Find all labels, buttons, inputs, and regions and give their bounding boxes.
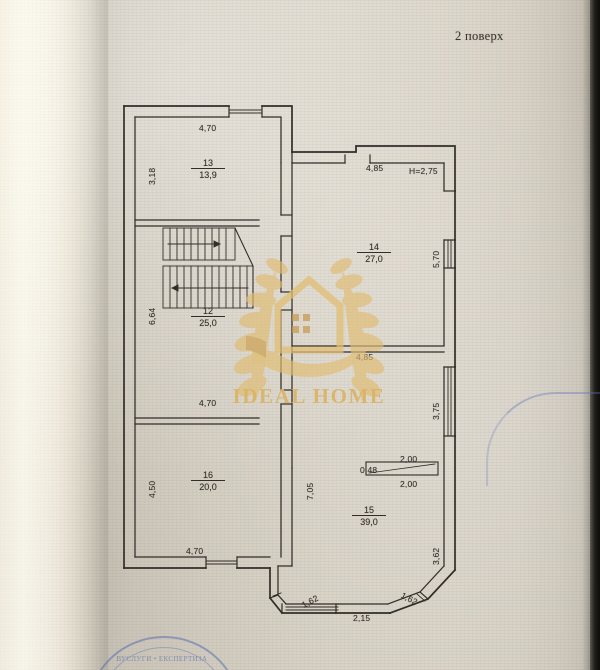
dim-niche-width-top: 2,00 [400,454,418,464]
room-number-16: 16 [202,470,213,480]
dim-niche-depth: 0,48 [360,465,378,475]
dim-room15-right-upper: 3,75 [431,402,441,420]
dim-room15-right-lower: 3,62 [431,547,441,565]
room-label-14: 14 27,0 [357,242,391,264]
room-area-12: 25,0 [191,316,225,328]
dim-room14-right-height: 5,70 [431,250,441,268]
dim-room12-bottom-width: 4,70 [199,398,217,408]
room-number-14: 14 [368,242,379,252]
stair-direction-arrows [167,240,249,292]
room-label-15: 15 39,0 [352,505,386,527]
dim-room12-left-height: 6,64 [147,307,157,325]
dim-top-left-width: 4,70 [199,123,217,133]
dim-niche-width-bottom: 2,00 [400,479,418,489]
page-title: 2 поверх [455,29,504,43]
dim-room14-top-width: 4,85 [366,163,384,173]
niche-closet [365,461,439,476]
dim-room14-bottom-width: 4,85 [356,352,374,362]
dim-room13-left-height: 3,18 [147,167,157,185]
room-area-13: 13,9 [191,168,225,180]
window-openings [205,105,456,614]
outer-wall-outline [123,105,457,615]
ceiling-height-note: H=2,75 [409,166,438,176]
page-right-dark-edge [590,0,600,670]
dim-room16-left-height: 4,50 [147,480,157,498]
room-label-16: 16 20,0 [191,470,225,492]
room-label-12: 12 25,0 [191,306,225,328]
room-number-12: 12 [202,306,213,316]
dim-room16-bottom-width: 4,70 [186,546,204,556]
door-openings [280,154,371,405]
room-number-15: 15 [363,505,374,515]
room-area-15: 39,0 [352,515,386,527]
room-label-13: 13 13,9 [191,158,225,180]
wall-jogs [291,145,357,164]
room-area-16: 20,0 [191,480,225,492]
room-number-13: 13 [202,158,213,168]
dim-corridor-left-height: 7,05 [305,482,315,500]
staircase [162,227,254,309]
page-left-edge-highlight [0,0,108,670]
inner-wall-faces [134,116,445,605]
dim-bay-center: 2,15 [353,613,371,623]
room-area-14: 27,0 [357,252,391,264]
